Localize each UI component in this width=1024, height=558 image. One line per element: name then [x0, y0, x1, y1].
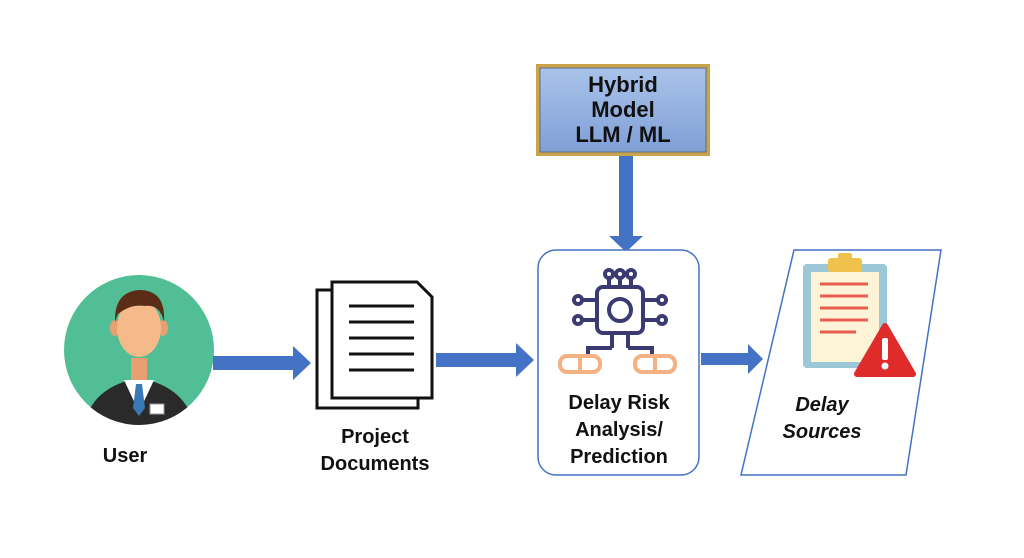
- clipboard-icon: [803, 253, 887, 368]
- arrow-user-to-documents: [213, 346, 311, 380]
- hybrid-model-line: Model: [591, 97, 655, 122]
- documents-label: Project Documents: [305, 424, 445, 478]
- analysis-label: Delay Risk Analysis/ Prediction: [545, 390, 693, 471]
- arrow-documents-to-analysis: [436, 343, 534, 377]
- delay-sources-line: Sources: [782, 421, 862, 443]
- documents-icon: [315, 280, 434, 410]
- hybrid-model-line: Hybrid: [588, 72, 658, 97]
- arrow-analysis-to-output: [701, 344, 763, 374]
- delay-sources-label: Delay Sources: [762, 392, 882, 446]
- hybrid-model-box: [536, 64, 710, 156]
- analysis-box: [537, 249, 700, 476]
- user-label: User: [90, 444, 160, 468]
- user-avatar-icon: [64, 275, 214, 425]
- warning-icon: [854, 323, 916, 377]
- documents-label-line: Documents: [320, 453, 430, 475]
- analysis-label-line: Delay Risk: [568, 392, 670, 414]
- user-label-text: User: [102, 445, 148, 467]
- analysis-label-line: Prediction: [570, 446, 668, 468]
- analysis-label-line: Analysis/: [575, 419, 663, 441]
- arrow-model-to-analysis: [609, 156, 643, 252]
- delay-sources-line: Delay: [795, 394, 849, 416]
- hybrid-model-line: LLM / ML: [575, 122, 671, 147]
- network-nodes-icon: [558, 354, 677, 374]
- hybrid-model-label: Hybrid Model LLM / ML: [540, 68, 706, 147]
- documents-label-line: Project: [341, 426, 409, 448]
